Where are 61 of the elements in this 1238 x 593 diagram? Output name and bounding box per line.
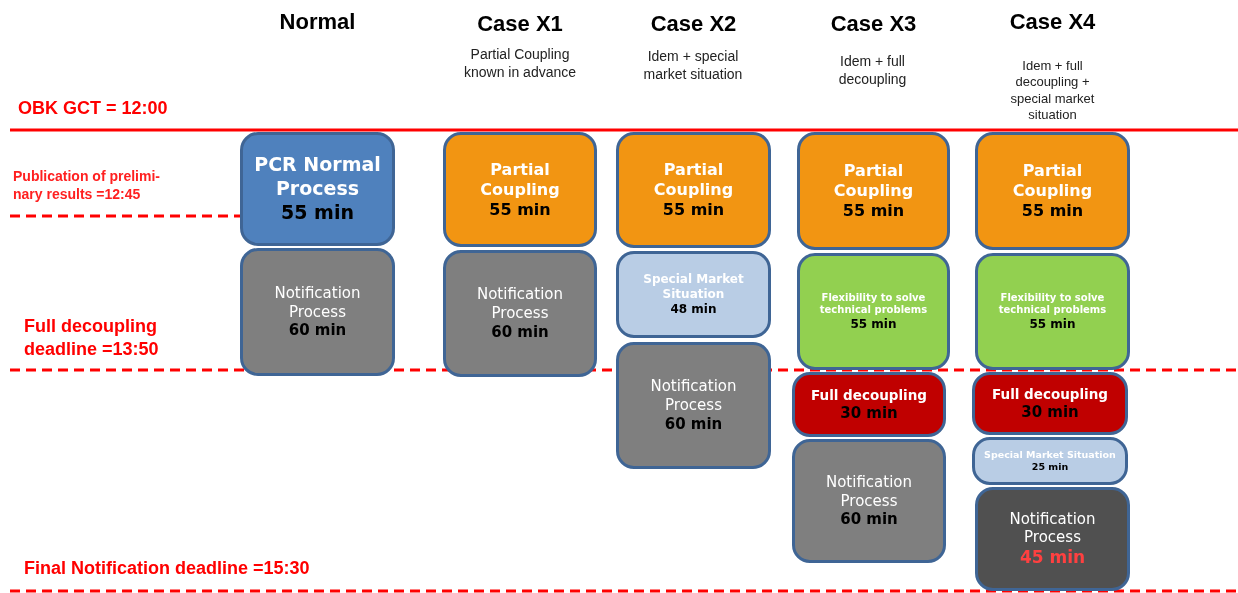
step-name: Full decoupling (991, 385, 1109, 403)
step-name: Partial Coupling (1011, 161, 1094, 201)
step-name: PCR Normal Process (253, 153, 382, 201)
time-marker-label: Full decoupling deadline =13:50 (24, 315, 160, 360)
column-heading: Case X1 (476, 10, 564, 38)
column-heading: Case X2 (649, 10, 738, 38)
duration-text: 25 min (1031, 461, 1069, 473)
process-box (972, 372, 1128, 435)
duration-text: 30 min (1021, 402, 1079, 422)
step-name: Partial Coupling (479, 159, 561, 200)
duration-text: 55 min (489, 199, 551, 220)
process-box (616, 251, 771, 338)
column-subtitle: Partial Coupling known in advance (462, 46, 578, 81)
column-subtitle: Idem + special market situation (642, 48, 744, 83)
process-box (792, 439, 946, 563)
time-marker-label: Publication of prelimi-nary results =12:45 (13, 168, 161, 203)
duration-text: 60 min (491, 322, 549, 342)
time-marker-label: OBK GCT = 12:00 (18, 97, 169, 120)
step-name: Full decoupling (810, 386, 928, 404)
step-name: Flexibility to solve technical problems (818, 291, 929, 317)
process-box (616, 342, 771, 469)
process-box (240, 132, 395, 246)
process-box (975, 253, 1130, 370)
process-box (443, 250, 597, 377)
process-box (792, 372, 946, 437)
duration-text: 60 min (288, 321, 347, 341)
process-box (797, 132, 950, 250)
duration-text: 55 min (281, 200, 354, 225)
process-box (443, 132, 597, 247)
column-heading: Case X3 (829, 10, 918, 38)
duration-text: 48 min (670, 302, 717, 317)
step-name: Special Market Situation (983, 449, 1117, 461)
duration-text: 30 min (840, 403, 898, 423)
duration-text: 55 min (1029, 316, 1076, 332)
step-name: Notification Process (824, 472, 914, 511)
duration-text: 60 min (664, 414, 723, 434)
process-box (975, 487, 1130, 591)
process-box (616, 132, 771, 248)
duration-text: 55 min (842, 201, 905, 221)
process-box (240, 248, 395, 376)
time-marker-label: Final Notification deadline =15:30 (24, 557, 311, 580)
process-box (975, 132, 1130, 250)
column-heading: Normal (278, 8, 357, 36)
duration-text: 55 min (850, 316, 897, 332)
step-name: Special Market Situation (642, 272, 745, 302)
duration-text: 55 min (662, 200, 725, 220)
step-name: Notification Process (649, 377, 738, 415)
step-name: Notification Process (475, 285, 565, 323)
step-name: Partial Coupling (652, 160, 735, 200)
column-heading: Case X4 (1008, 8, 1097, 36)
duration-text: 60 min (840, 510, 898, 530)
process-box (797, 253, 950, 370)
step-name: Partial Coupling (832, 161, 915, 201)
process-box (972, 437, 1128, 485)
column-subtitle: Idem + full decoupling (837, 53, 908, 88)
step-name: Flexibility to solve technical problems (997, 291, 1108, 317)
duration-text: 55 min (1021, 201, 1084, 221)
step-name: Notification Process (273, 283, 362, 322)
step-name: Notification Process (1008, 509, 1097, 548)
duration-text: 45 min (1019, 547, 1086, 569)
column-subtitle: Idem + full decoupling + special market situation (1009, 58, 1096, 123)
